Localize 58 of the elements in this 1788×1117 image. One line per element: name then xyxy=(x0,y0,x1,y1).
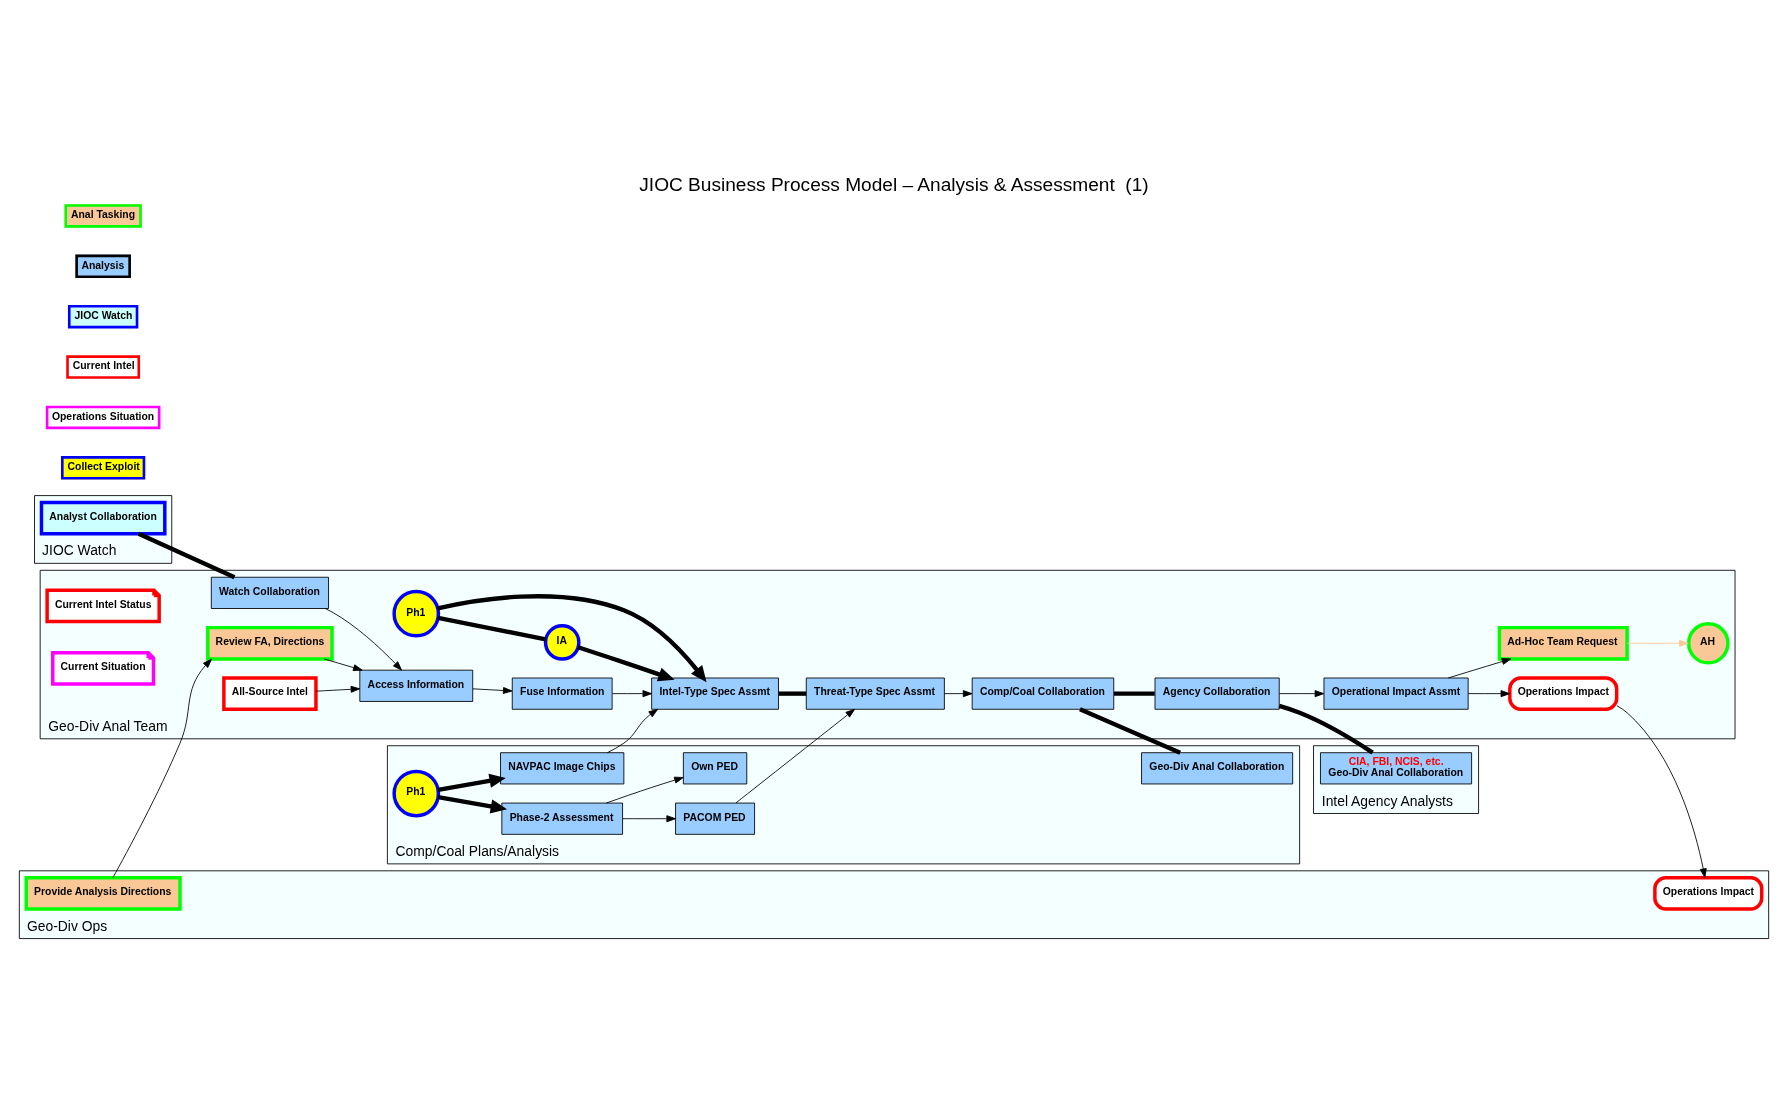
node-box: All-Source Intel xyxy=(222,675,318,711)
arrow xyxy=(437,773,506,792)
connector xyxy=(1113,690,1155,696)
arrow xyxy=(612,689,653,697)
node-box: Threat-Type Spec Assmt xyxy=(805,677,945,710)
arrow xyxy=(112,658,213,878)
node-box: Own PED xyxy=(682,751,748,784)
node-box: Comp/Coal Collaboration xyxy=(971,677,1115,710)
node-box: Review FA, Directions xyxy=(206,625,334,661)
legend-label: Anal Tasking xyxy=(71,208,135,220)
node-circle: AH xyxy=(1686,621,1730,665)
node-circle: IA xyxy=(543,623,581,661)
node-circle: Ph1 xyxy=(392,769,441,817)
node-box: Fuse Information xyxy=(511,677,613,710)
arrow xyxy=(323,658,363,671)
legend-label: Collect Exploit xyxy=(67,460,140,472)
arrow xyxy=(437,593,707,682)
arrow xyxy=(1279,689,1325,697)
node-box: Agency Collaboration xyxy=(1154,677,1280,710)
node-box: CIA, FBI, NCIS, etc. Geo-Div Anal Collaboration xyxy=(1320,751,1473,784)
node-box: Ad-Hoc Team Request xyxy=(1497,625,1629,661)
diagram-title: JIOC Business Process Model – Analysis & Assessment (1) xyxy=(639,173,1149,195)
arrow xyxy=(577,644,675,681)
legend-label: JIOC Watch xyxy=(74,309,133,321)
arrow xyxy=(1626,639,1689,647)
node-box: Intel-Type Spec Assmt xyxy=(651,677,779,710)
connector xyxy=(1079,706,1181,755)
node-box: Operational Impact Assmt xyxy=(1323,677,1469,710)
connector xyxy=(778,690,807,696)
arrow xyxy=(622,814,676,822)
connector xyxy=(137,531,236,579)
legend-label: Operations Situation xyxy=(51,410,155,422)
arrow xyxy=(1616,704,1707,878)
arrow xyxy=(1447,657,1512,678)
node-box: Operations Impact xyxy=(1653,875,1764,911)
node-box: Access Information xyxy=(359,669,474,702)
node-box: Watch Collaboration xyxy=(210,576,329,609)
arrow xyxy=(324,607,402,671)
legend-label: Current Intel xyxy=(72,359,135,371)
node-box: Operations Impact xyxy=(1508,675,1619,711)
arrow xyxy=(605,776,684,803)
arrow xyxy=(607,708,659,753)
arrow xyxy=(472,686,513,694)
node-box: NAVPAC Image Chips xyxy=(500,751,625,784)
connector xyxy=(437,615,547,641)
connector xyxy=(1278,703,1374,754)
node-box: Analyst Collaboration xyxy=(39,500,167,536)
node-box: PACOM PED xyxy=(675,802,756,835)
arrow xyxy=(735,708,855,803)
node-box: Provide Analysis Directions xyxy=(24,875,182,911)
arrow xyxy=(437,794,507,813)
arrow xyxy=(315,685,361,693)
arrow xyxy=(943,689,973,697)
legend-label: Analysis xyxy=(81,259,125,271)
arrow xyxy=(1467,689,1511,697)
node-circle: Ph1 xyxy=(392,589,441,638)
node-box: Geo-Div Anal Collaboration xyxy=(1141,751,1294,784)
node-box: Phase-2 Assessment xyxy=(501,802,623,835)
